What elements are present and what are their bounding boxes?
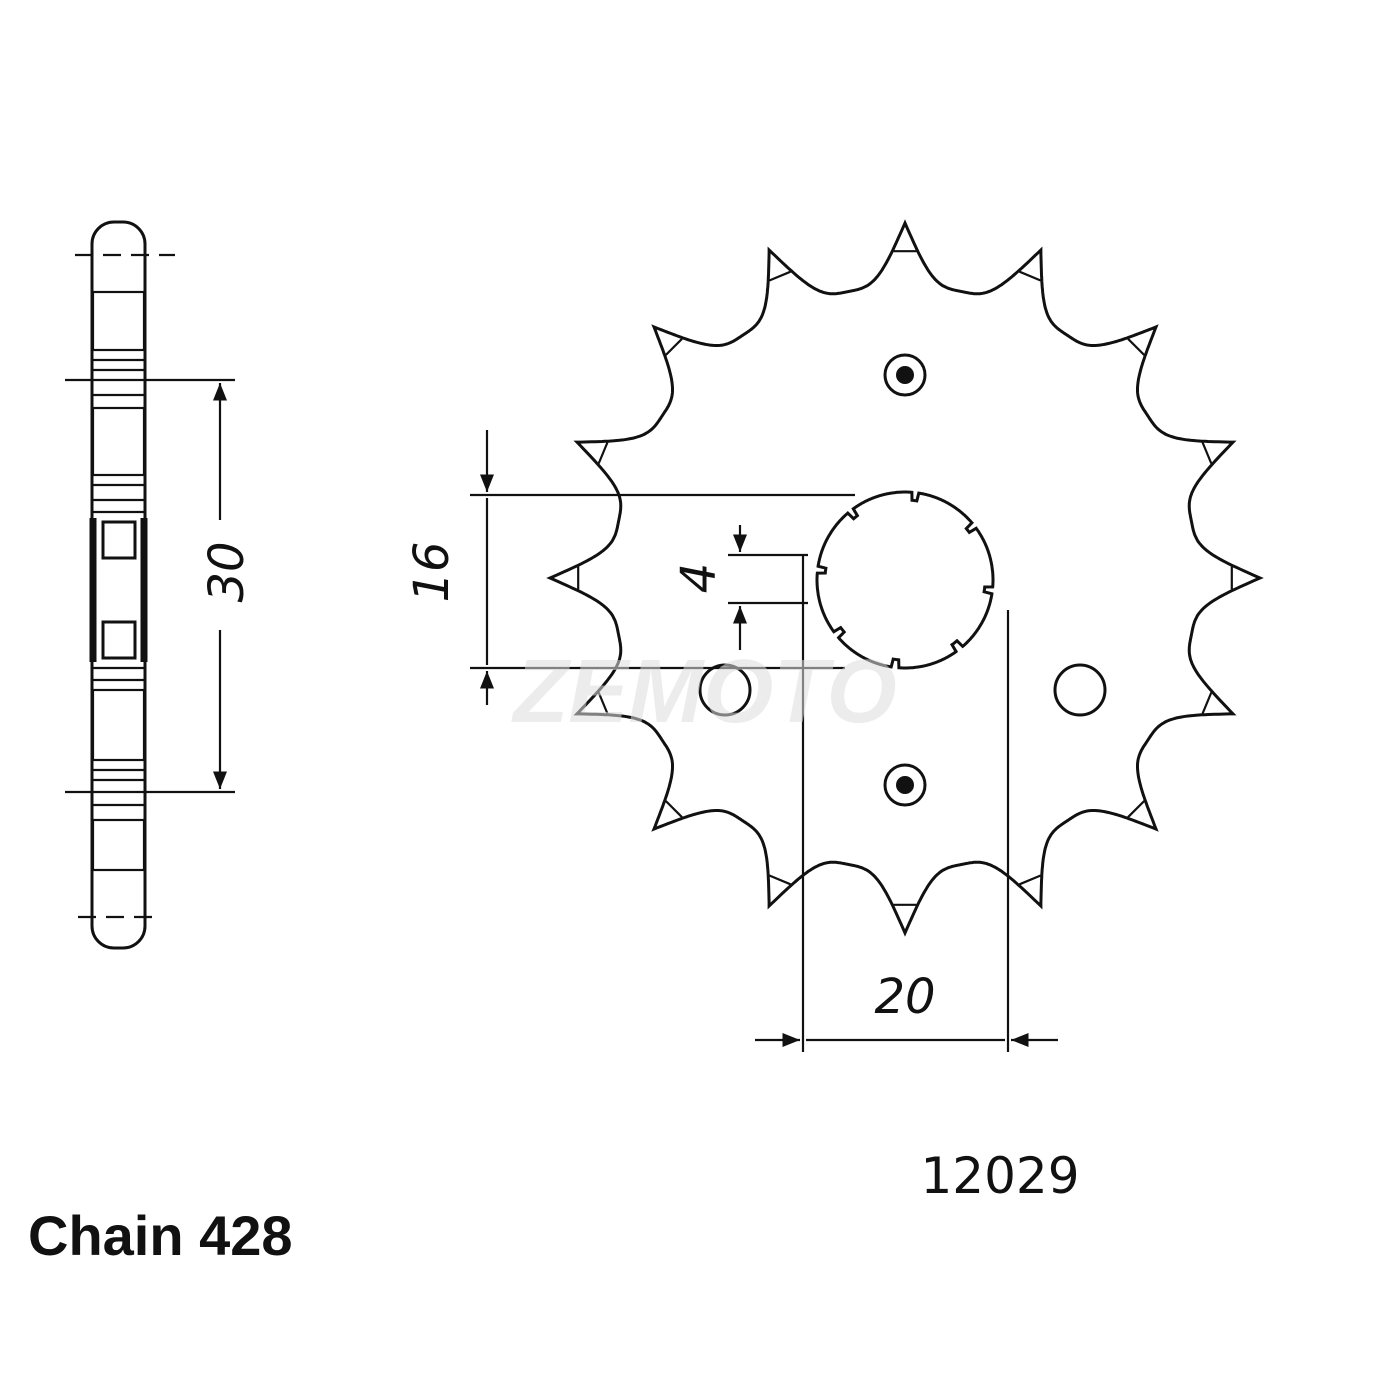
tooth-tip-chamfer [1201, 441, 1213, 464]
band-lines [93, 358, 144, 807]
dimension-30-label: 30 [199, 541, 255, 602]
side-profile [90, 220, 147, 950]
part-number: 12029 [920, 1147, 1079, 1205]
tooth-tip-chamfer [768, 270, 791, 282]
hatch-section [91, 688, 146, 762]
chain-label: Chain 428 [28, 1204, 293, 1267]
tooth-tips [577, 250, 1233, 906]
tooth-tip-chamfer [1201, 692, 1213, 715]
hatch-section [91, 290, 146, 352]
hatch-section [91, 818, 146, 872]
tooth-tip-chamfer [597, 692, 609, 715]
mount-hole-center [896, 776, 914, 794]
front-view: 16 4 20 [404, 219, 1264, 1052]
mount-hole [883, 353, 927, 397]
sprocket-outline [546, 219, 1264, 937]
dimension-20-label: 20 [874, 969, 935, 1025]
splined-bore [815, 490, 995, 670]
tooth-tip-chamfer [1019, 874, 1042, 886]
tooth-tip-chamfer [1127, 338, 1145, 356]
mount-hole [883, 763, 927, 807]
tooth-tip-chamfer [1127, 800, 1145, 818]
dimension-4-label: 4 [671, 563, 727, 594]
tooth-tip-chamfer [665, 800, 683, 818]
bore-slot [101, 520, 137, 560]
tooth-tip-chamfer [1019, 270, 1042, 282]
mount-hole-center [896, 366, 914, 384]
lightening-hole [1053, 663, 1107, 717]
hatch-section [91, 406, 146, 477]
tooth-tip-chamfer [665, 338, 683, 356]
watermark: ZEMOTO [510, 642, 896, 742]
dimension-16-label: 16 [404, 541, 460, 602]
lightening-hole [698, 663, 752, 717]
bore-slot [101, 620, 137, 660]
tooth-tip-chamfer [768, 874, 791, 886]
side-view: 30 [65, 220, 255, 950]
tooth-tip-chamfer [597, 441, 609, 464]
